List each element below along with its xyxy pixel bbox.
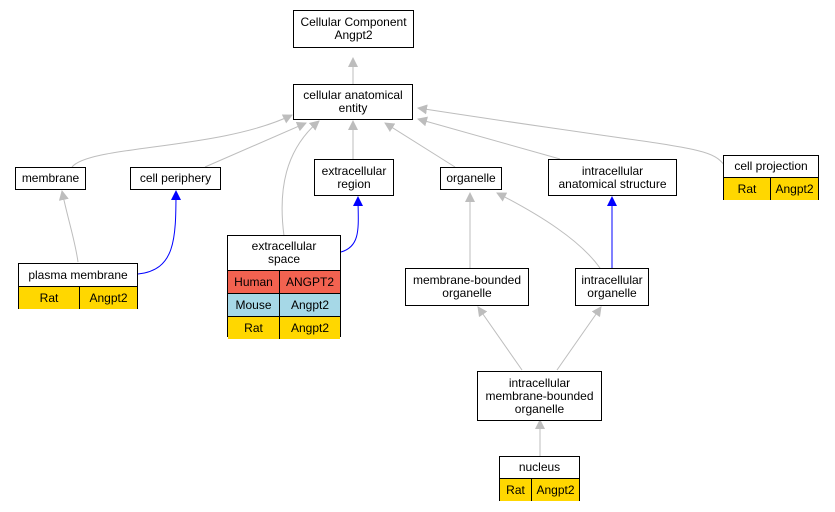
node-label: organelle: [446, 171, 496, 185]
edge-plasma-membrane-part-of-cell-periphery: [137, 190, 181, 275]
node-label: extracellular region: [321, 163, 387, 191]
node-intracellular-anatomical-structure[interactable]: intracellular anatomical structure: [548, 159, 677, 196]
gene-cell: Angpt2: [79, 287, 137, 309]
node-extracellular-space[interactable]: extracellular space Human ANGPT2 Mouse A…: [227, 235, 341, 339]
edge-cell-periphery-to-entity: [204, 122, 307, 168]
gene-cell: Angpt2: [279, 294, 340, 316]
gene-cell: Angpt2: [531, 479, 579, 501]
edge-extracellular-space-part-of-region: [340, 196, 364, 253]
annotation-row-human: Human ANGPT2: [228, 270, 340, 293]
species-cell: Rat: [19, 287, 79, 309]
edge-extracellular-space-to-entity: [281, 120, 320, 237]
species-cell: Rat: [228, 317, 279, 339]
edge-plasma-membrane-to-membrane: [58, 190, 79, 263]
node-label: cellular anatomical entity: [303, 88, 403, 115]
node-label: plasma membrane: [28, 267, 128, 282]
edge-cell-projection-to-entity: [417, 104, 726, 167]
node-label: membrane: [21, 171, 80, 185]
node-label: nucleus: [518, 460, 561, 474]
edge-membrane-to-entity: [71, 114, 293, 168]
annotation-row-rat: Rat Angpt2: [228, 316, 340, 339]
node-label: intracellular anatomical structure: [558, 163, 667, 191]
annotation-row-rat: Rat Angpt2: [500, 478, 579, 501]
edge-imbo-to-io: [556, 306, 602, 371]
node-nucleus[interactable]: nucleus Rat Angpt2: [499, 456, 580, 501]
edge-intracellular-structure-to-entity: [417, 116, 561, 160]
annotation-row-mouse: Mouse Angpt2: [228, 293, 340, 316]
node-intracellular-membrane-bounded-organelle[interactable]: intracellular membrane-bounded organelle: [477, 371, 602, 421]
node-label: membrane-bounded organelle: [412, 273, 522, 300]
node-label: intracellular organelle: [581, 273, 643, 300]
node-cell-periphery[interactable]: cell periphery: [130, 167, 221, 190]
node-membrane-bounded-organelle[interactable]: membrane-bounded organelle: [405, 268, 529, 306]
node-label: extracellular space: [251, 239, 317, 266]
species-cell: Rat: [724, 178, 770, 200]
annotation-row-rat: Rat Angpt2: [19, 286, 137, 309]
node-intracellular-organelle[interactable]: intracellular organelle: [575, 268, 649, 306]
gene-cell: Angpt2: [770, 178, 818, 200]
node-cellular-component-root[interactable]: Cellular Component Angpt2: [293, 10, 414, 48]
node-label: cell projection: [734, 159, 808, 173]
node-plasma-membrane[interactable]: plasma membrane Rat Angpt2: [18, 263, 138, 309]
node-label: cell periphery: [139, 171, 212, 185]
edge-io-to-organelle: [496, 192, 601, 269]
annotation-row-rat: Rat Angpt2: [724, 177, 818, 200]
node-cellular-anatomical-entity[interactable]: cellular anatomical entity: [293, 84, 413, 120]
node-extracellular-region[interactable]: extracellular region: [314, 159, 394, 196]
species-cell: Mouse: [228, 294, 279, 316]
species-cell: Human: [228, 271, 279, 293]
edge-imbo-to-mbo: [477, 306, 523, 371]
node-label: intracellular membrane-bounded organelle: [485, 375, 594, 416]
node-organelle[interactable]: organelle: [440, 167, 502, 190]
gene-cell: ANGPT2: [279, 271, 340, 293]
gene-cell: Angpt2: [279, 317, 340, 339]
node-label: Cellular Component Angpt2: [300, 15, 407, 42]
node-membrane[interactable]: membrane: [15, 167, 86, 190]
species-cell: Rat: [500, 479, 531, 501]
edge-organelle-to-entity: [384, 122, 456, 168]
node-cell-projection[interactable]: cell projection Rat Angpt2: [723, 155, 819, 200]
